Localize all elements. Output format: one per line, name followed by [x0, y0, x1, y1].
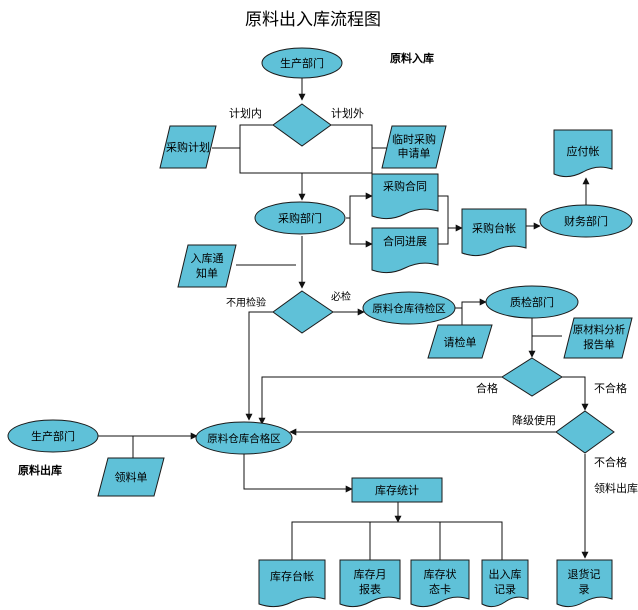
- connectors: [97, 78, 590, 560]
- purchase-plan: 采购计划: [159, 125, 217, 169]
- svg-text:原材料分析: 原材料分析: [573, 323, 626, 336]
- label-in-plan: 计划内: [229, 106, 262, 120]
- svg-text:生产部门: 生产部门: [31, 429, 75, 443]
- svg-text:原料仓库合格区: 原料仓库合格区: [207, 432, 281, 445]
- monthly-inventory-report: 库存月 报表: [339, 559, 401, 608]
- purchase-ledger: 采购台帐: [461, 208, 527, 257]
- svg-text:库存月: 库存月: [354, 567, 387, 581]
- svg-text:领料单: 领料单: [115, 470, 148, 484]
- svg-text:录: 录: [579, 583, 590, 596]
- finance-dept: 财务部门: [539, 204, 633, 238]
- decision-plan-type: [272, 103, 332, 147]
- production-dept-bottom: 生产部门: [7, 419, 99, 453]
- svg-text:报告单: 报告单: [583, 338, 615, 351]
- qc-dept: 质检部门: [485, 285, 579, 319]
- decision-downgrade: [555, 410, 615, 454]
- return-record: 退货记 录: [556, 559, 613, 608]
- chart-title: 原料出入库流程图: [245, 10, 381, 30]
- label-downgrade: 降级使用: [512, 413, 556, 427]
- pending-inspection-zone: 原料仓库待检区: [362, 291, 456, 325]
- decision-qc-result: [501, 357, 563, 397]
- svg-text:入库通: 入库通: [191, 252, 224, 265]
- svg-text:态卡: 态卡: [429, 583, 451, 596]
- inbound-notice: 入库通 知单: [177, 244, 237, 288]
- decision-inspection: [272, 290, 334, 334]
- label-out-plan: 计划外: [331, 107, 364, 120]
- inventory-ledger: 库存台帐: [258, 559, 326, 608]
- svg-text:库存统计: 库存统计: [375, 483, 419, 497]
- svg-text:合同进展: 合同进展: [383, 234, 427, 248]
- svg-text:请检单: 请检单: [444, 335, 477, 349]
- svg-text:采购台帐: 采购台帐: [472, 221, 516, 235]
- inventory-status-card: 库存状 态卡: [410, 559, 470, 608]
- svg-text:退货记: 退货记: [568, 567, 601, 581]
- label-pick-out: 领料出库: [594, 481, 638, 495]
- section-label-inbound: 原料入库: [390, 51, 434, 65]
- svg-text:临时采购: 临时采购: [392, 132, 436, 146]
- label-pass: 合格: [476, 381, 498, 395]
- svg-text:质检部门: 质检部门: [510, 295, 554, 309]
- production-dept-top: 生产部门: [261, 47, 343, 79]
- section-label-outbound: 原料出库: [18, 463, 62, 477]
- label-fail-2: 不合格: [594, 455, 627, 469]
- svg-text:申请单: 申请单: [398, 147, 431, 160]
- svg-text:采购部门: 采购部门: [278, 211, 322, 225]
- svg-text:原料仓库待检区: 原料仓库待检区: [372, 302, 446, 315]
- qualified-zone: 原料仓库合格区: [195, 421, 293, 455]
- label-fail-1: 不合格: [594, 381, 627, 395]
- inventory-statistics: 库存统计: [351, 477, 443, 503]
- material-requisition: 领料单: [97, 457, 165, 497]
- svg-text:库存状: 库存状: [424, 567, 457, 581]
- accounts-payable: 应付帐: [553, 129, 613, 178]
- label-no-inspect: 不用检验: [226, 296, 266, 309]
- contract-progress: 合同进展: [371, 227, 439, 274]
- svg-text:采购计划: 采购计划: [166, 140, 210, 154]
- svg-text:采购合同: 采购合同: [383, 179, 427, 193]
- svg-text:财务部门: 财务部门: [564, 214, 608, 228]
- inout-record: 出入库 记录: [481, 559, 529, 608]
- purchase-contract: 采购合同: [371, 173, 439, 220]
- inspection-request: 请检单: [427, 324, 493, 359]
- svg-text:应付帐: 应付帐: [567, 144, 600, 158]
- svg-text:报表: 报表: [359, 582, 381, 596]
- svg-text:库存台帐: 库存台帐: [270, 569, 314, 583]
- svg-text:出入库: 出入库: [489, 567, 522, 581]
- svg-text:记录: 记录: [494, 583, 516, 596]
- material-analysis-report: 原材料分析 报告单: [563, 317, 633, 359]
- label-must-inspect: 必检: [331, 290, 351, 303]
- purchase-dept: 采购部门: [254, 201, 346, 235]
- svg-text:知单: 知单: [196, 266, 218, 280]
- svg-text:生产部门: 生产部门: [280, 56, 324, 70]
- temp-purchase-request: 临时采购 申请单: [381, 125, 447, 169]
